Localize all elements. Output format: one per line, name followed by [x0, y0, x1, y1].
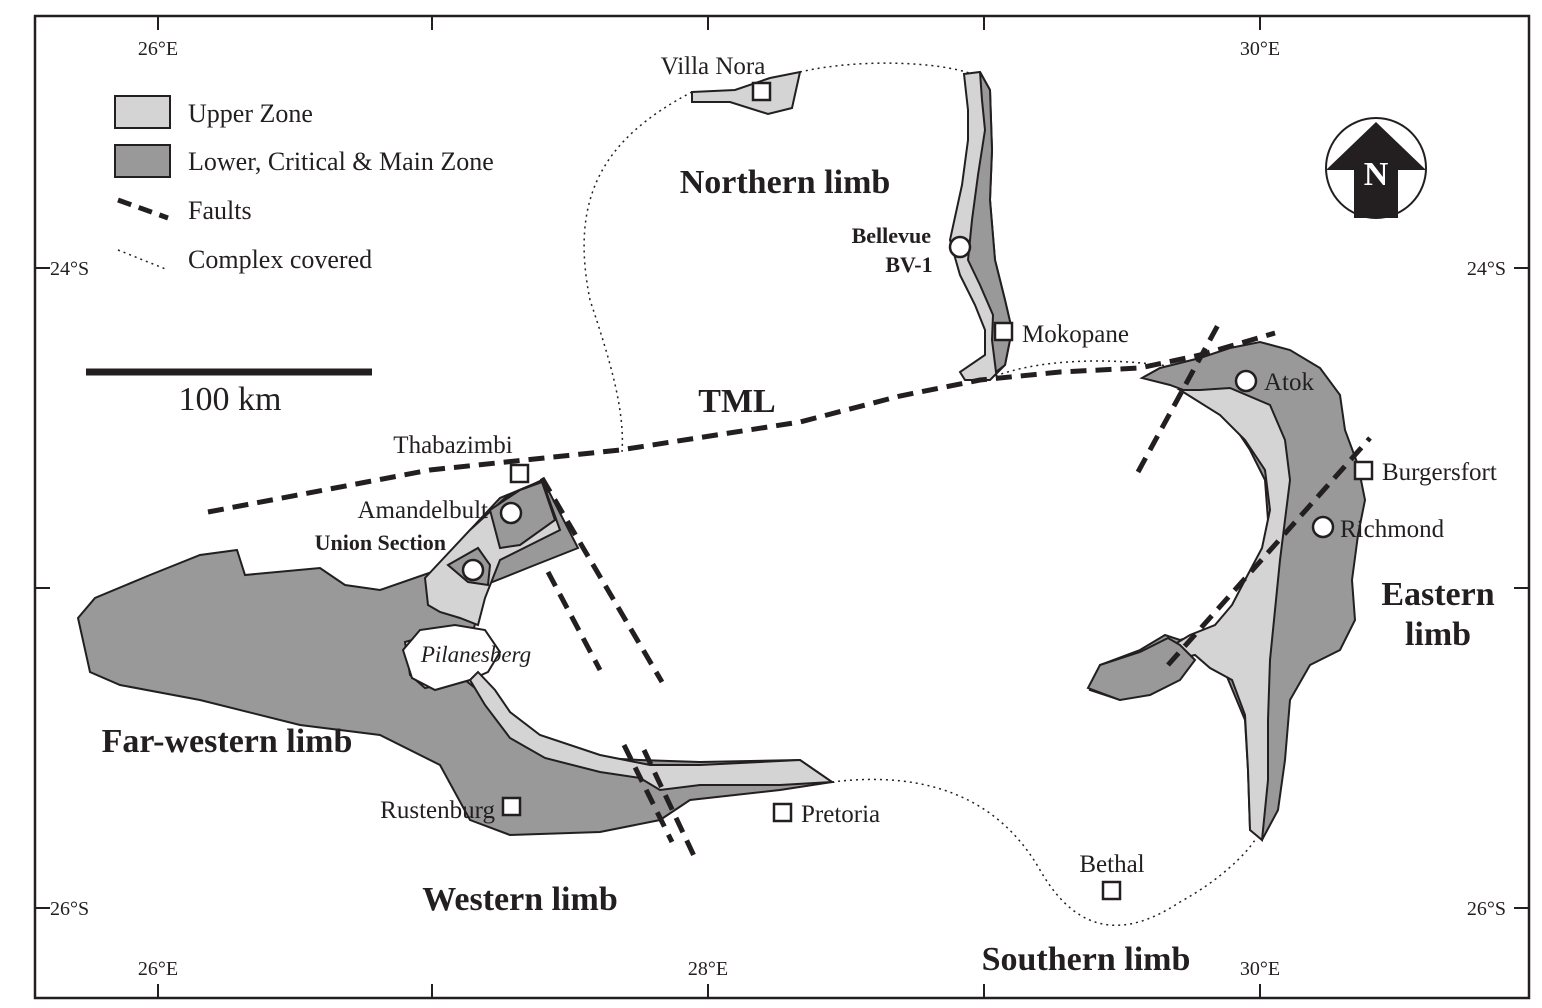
town-marker-bethal	[1101, 880, 1122, 901]
town-marker-rustenburg	[501, 796, 522, 817]
scale-bar: 100 km	[86, 368, 372, 418]
town-label-rustenburg: Rustenburg	[380, 797, 495, 824]
region-label-eastern-limb-line2: limb	[1405, 616, 1471, 653]
villa-nora-upper-zone	[691, 70, 802, 116]
eastern-limb-lower-lobe	[1086, 636, 1197, 702]
town-label-thabazimbi: Thabazimbi	[393, 432, 512, 459]
mine-label-atok: Atok	[1264, 369, 1315, 396]
covered-outline-north-top	[799, 62, 973, 75]
label-pilanesberg: Pilanesberg	[420, 642, 531, 667]
town-marker-pretoria	[772, 802, 793, 823]
grid-label-bottom-30e: 30°E	[1240, 958, 1280, 980]
grid-label-right-26s: 26°S	[1467, 898, 1506, 920]
mine-label-bv1: BV-1	[885, 252, 932, 277]
grid-label-left-26s: 26°S	[50, 898, 89, 920]
scale-bar-label: 100 km	[179, 381, 282, 418]
legend-lower-zone-label: Lower, Critical & Main Zone	[188, 147, 494, 176]
covered-outline-tml	[989, 360, 1169, 379]
town-marker-thabazimbi	[509, 463, 530, 484]
region-label-western-limb: Western limb	[422, 881, 617, 918]
town-marker-mokopane	[993, 321, 1014, 342]
mine-label-union-section: Union Section	[315, 530, 446, 555]
grid-label-right-24s: 24°S	[1467, 258, 1506, 280]
region-label-tml: TML	[698, 383, 775, 420]
mine-marker-amandelbult	[499, 501, 523, 525]
mine-marker-bellevue	[948, 235, 972, 259]
mine-marker-atok	[1234, 369, 1258, 393]
legend-upper-zone-label: Upper Zone	[188, 99, 313, 128]
town-label-bethal: Bethal	[1079, 851, 1144, 878]
town-marker-villa-nora	[751, 81, 772, 102]
town-marker-burgersfort	[1353, 460, 1374, 481]
grid-label-left-24s: 24°S	[50, 258, 89, 280]
fault-western-4	[641, 748, 698, 860]
legend-upper-zone-swatch	[114, 95, 171, 129]
north-arrow: N	[1325, 117, 1427, 219]
town-label-pretoria: Pretoria	[801, 801, 880, 828]
region-label-far-western-limb: Far-western limb	[102, 723, 353, 760]
fault-eastern-2	[1166, 436, 1372, 667]
grid-label-top-30e: 30°E	[1240, 38, 1280, 60]
graticule-ticks	[35, 16, 1529, 998]
fault-western-3	[621, 743, 675, 844]
covered-outline-north	[583, 91, 693, 453]
grid-label-bottom-26e: 26°E	[138, 958, 178, 980]
union-section-lower-patch-1	[488, 480, 557, 550]
town-label-villa-nora: Villa Nora	[661, 53, 766, 80]
northern-limb-lower-zone	[966, 71, 1014, 374]
grid-label-bottom-28e: 28°E	[688, 958, 728, 980]
grid-label-top-26e: 26°E	[138, 38, 178, 60]
fault-tml	[207, 330, 1276, 515]
covered-outline-south	[831, 778, 1256, 927]
town-label-burgersfort: Burgersfort	[1382, 459, 1497, 486]
eastern-limb-upper-zone	[1158, 386, 1292, 842]
mine-label-amandelbult: Amandelbult	[357, 497, 488, 524]
town-label-mokopane: Mokopane	[1022, 321, 1129, 348]
legend-faults-label: Faults	[188, 196, 252, 225]
fault-eastern-1	[1135, 323, 1221, 474]
north-arrow-label: N	[1364, 156, 1389, 193]
mine-marker-union-section	[461, 558, 485, 582]
legend-fault-symbol	[117, 197, 169, 221]
fault-western-2	[545, 570, 603, 672]
mine-label-bellevue: Bellevue	[852, 223, 932, 248]
mine-label-richmond: Richmond	[1340, 516, 1445, 543]
legend-lower-zone-swatch	[114, 144, 171, 178]
legend: Upper Zone Lower, Critical & Main Zone F…	[114, 95, 494, 274]
legend-covered-label: Complex covered	[188, 245, 372, 274]
mine-marker-richmond	[1311, 515, 1335, 539]
region-label-northern-limb: Northern limb	[680, 164, 891, 201]
region-label-eastern-limb-line1: Eastern	[1381, 576, 1494, 613]
region-label-southern-limb: Southern limb	[982, 941, 1191, 978]
western-limb-upper-zone	[468, 670, 835, 792]
fault-western-1	[539, 476, 665, 684]
